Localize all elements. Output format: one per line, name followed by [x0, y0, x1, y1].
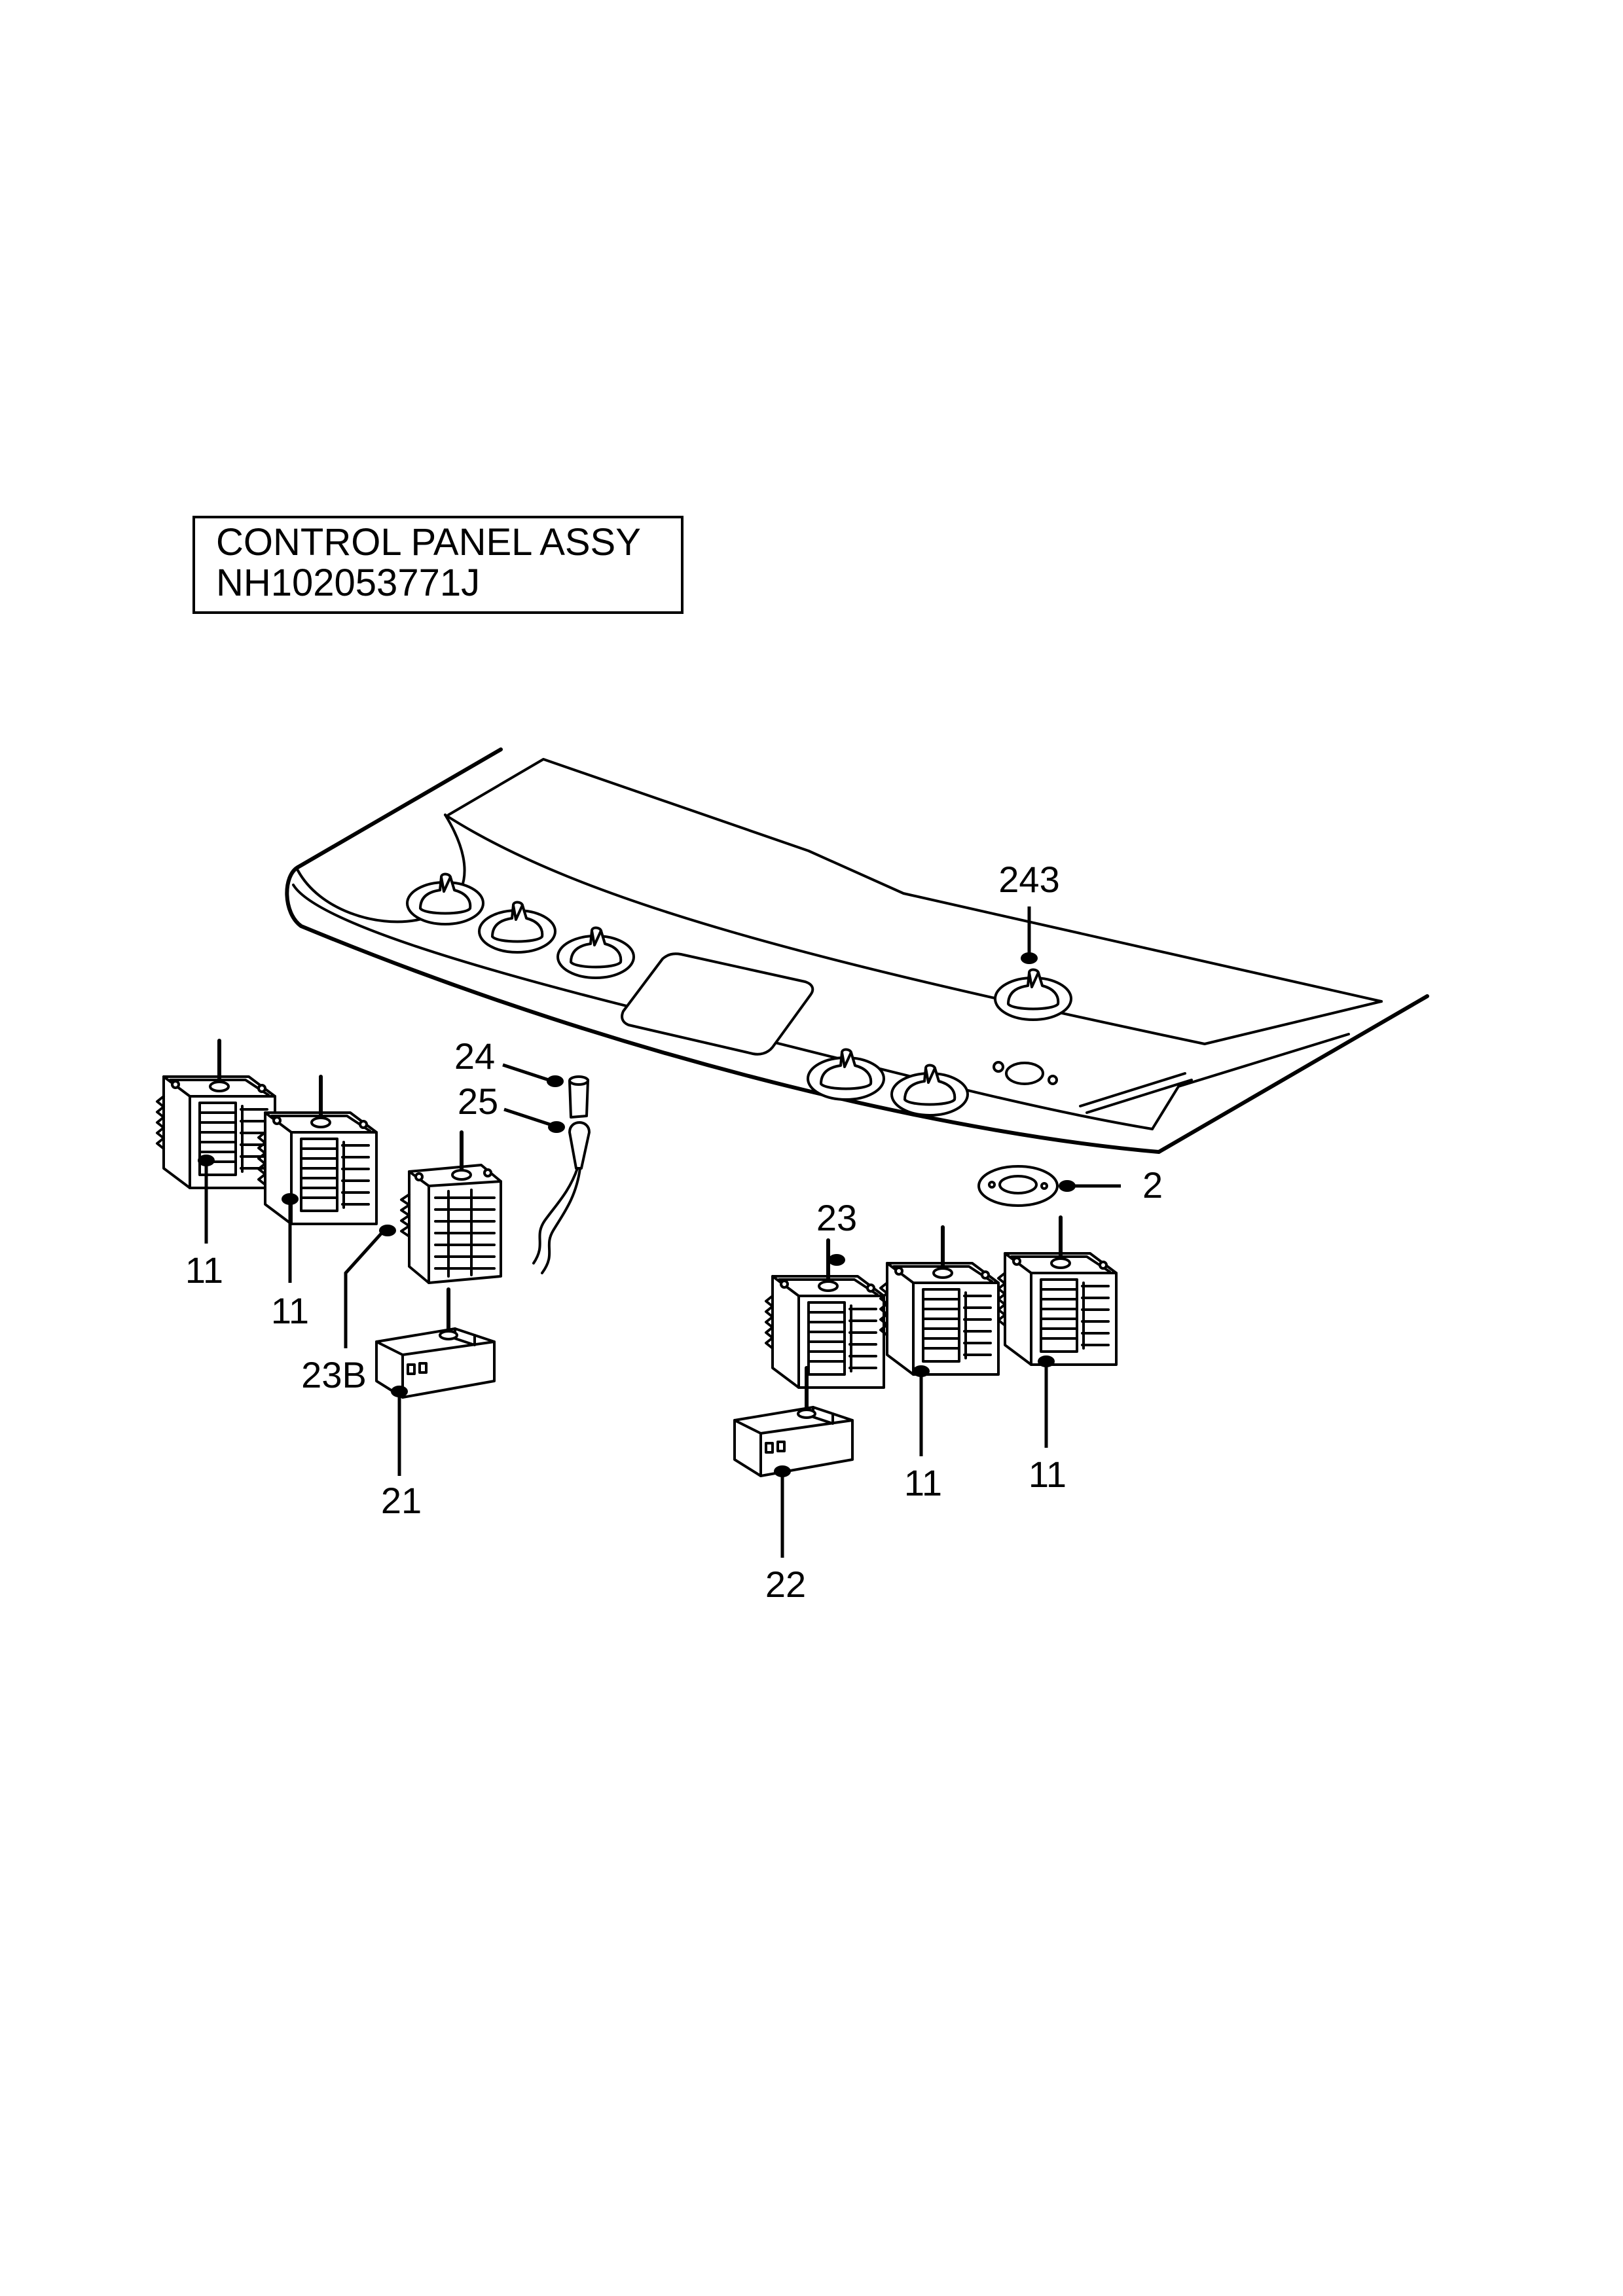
rotary-switch-4	[998, 1217, 1116, 1365]
rotary-switch-23	[766, 1240, 884, 1388]
rotary-switch-1	[157, 1041, 275, 1188]
part-lamp-holder	[568, 1075, 589, 1119]
part-lamp	[532, 1121, 591, 1274]
title-box: CONTROL PANEL ASSY NH102053771J	[192, 516, 684, 614]
rotary-switch-23b	[401, 1132, 501, 1283]
control-panel-body	[285, 747, 1429, 1154]
knob-1	[406, 872, 484, 925]
title-line-2: NH102053771J	[216, 562, 480, 604]
knob-6	[994, 968, 1072, 1021]
callout-2: 2	[1142, 1164, 1163, 1206]
knob-3	[556, 926, 635, 979]
callout-11-left-2: 11	[271, 1290, 309, 1331]
leader-lines	[198, 906, 1121, 1558]
knob-5	[890, 1064, 969, 1117]
callout-11-left-1: 11	[185, 1249, 223, 1291]
title-line-1: CONTROL PANEL ASSY	[216, 521, 641, 564]
callout-25: 25	[458, 1081, 498, 1122]
knob-4	[807, 1048, 885, 1101]
callout-21: 21	[381, 1480, 422, 1521]
timer-21	[376, 1289, 494, 1397]
callout-23: 23	[816, 1197, 857, 1238]
part-grommet	[977, 1165, 1059, 1207]
callout-11-right-2: 11	[1029, 1454, 1067, 1495]
callout-labels: 243 24 25 2 23 23B 21 22 11 11 11 11	[185, 859, 1163, 1605]
callout-23b: 23B	[301, 1354, 367, 1395]
callout-24: 24	[454, 1035, 495, 1077]
callout-22: 22	[765, 1564, 806, 1605]
knob-2	[478, 901, 556, 954]
rotary-switch-3	[881, 1227, 998, 1374]
callout-11-right-1: 11	[904, 1462, 942, 1503]
callout-243: 243	[998, 859, 1059, 900]
